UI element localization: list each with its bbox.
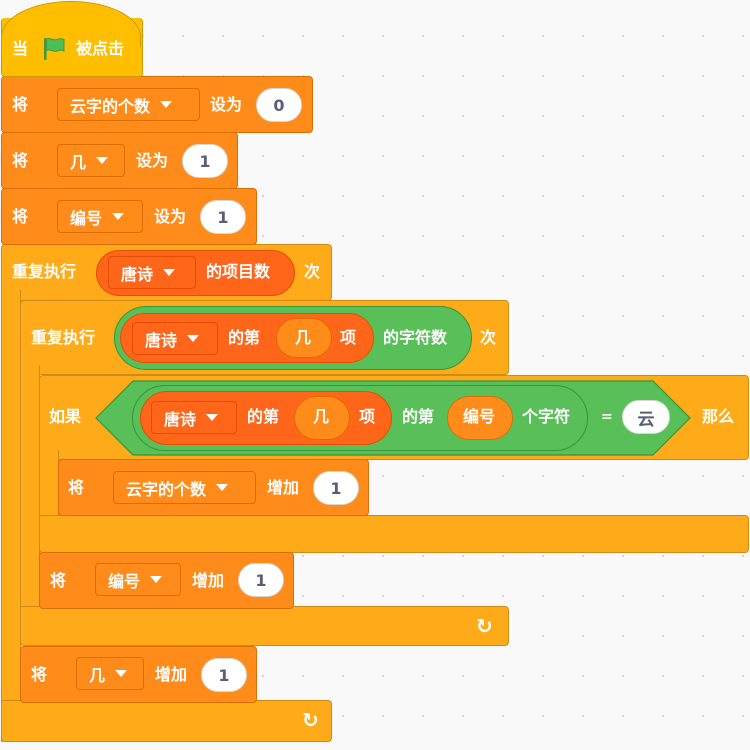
item-count-label: 的项目数 [206, 262, 271, 281]
dropdown-arrow-icon [163, 269, 176, 276]
item-label: 项 [340, 328, 357, 347]
when-label: 当 [12, 39, 29, 58]
repeat-inner-arm[interactable] [20, 365, 40, 645]
if-label: 如果 [49, 407, 82, 426]
set-verb-label: 将 [12, 95, 29, 114]
set-verb-label: 将 [12, 207, 29, 226]
times-label: 次 [304, 262, 321, 281]
green-flag-icon [44, 37, 65, 60]
set-value-input[interactable]: 0 [256, 88, 302, 122]
var-bianhao-label: 编号 [463, 407, 496, 426]
var-reporter-ji[interactable] [276, 318, 332, 358]
dropdown-arrow-icon [115, 670, 128, 677]
change-value-input[interactable]: 1 [238, 563, 284, 597]
clicked-label: 被点击 [76, 39, 125, 58]
loop-arrow-icon: ↻ [476, 614, 493, 638]
change-value-input[interactable]: 1 [313, 471, 359, 505]
compare-value-input[interactable]: 云 [622, 400, 670, 434]
dropdown-arrow-icon [112, 213, 125, 220]
equals-label: = [601, 409, 613, 425]
char-count-label: 的字符数 [383, 328, 448, 347]
repeat-outer-arm[interactable] [1, 290, 21, 742]
dropdown-arrow-icon [96, 157, 109, 164]
var-reporter-bianhao[interactable] [447, 396, 513, 440]
times-label: 次 [480, 328, 497, 347]
var-reporter-ji[interactable] [294, 396, 350, 440]
var-ji-label: 几 [313, 407, 330, 426]
of-nth-label: 的第 [228, 328, 261, 347]
dropdown-arrow-icon [150, 576, 163, 583]
repeat-outer-bottom[interactable] [1, 700, 332, 742]
set-to-label: 设为 [136, 151, 169, 170]
list-dropdown[interactable]: 唐诗 [108, 256, 196, 289]
variable-dropdown[interactable]: 几 [76, 657, 144, 690]
var-ji-label: 几 [295, 328, 312, 347]
list-dropdown[interactable]: 唐诗 [151, 401, 237, 434]
repeat-outer-label: 重复执行 [12, 262, 77, 281]
loop-arrow-icon: ↻ [302, 708, 319, 732]
change-value-input[interactable]: 1 [201, 658, 247, 692]
change-by-label: 增加 [267, 478, 300, 497]
char-label: 个字符 [522, 407, 571, 426]
variable-dropdown[interactable]: 编号 [95, 563, 181, 596]
set-to-label: 设为 [154, 207, 187, 226]
set-verb-label: 将 [50, 571, 67, 590]
item-label: 项 [359, 407, 376, 426]
dropdown-arrow-icon [160, 101, 173, 108]
variable-dropdown[interactable]: 编号 [57, 200, 143, 233]
variable-dropdown[interactable]: 云字的个数 [57, 88, 200, 121]
if-bottom[interactable] [39, 515, 749, 553]
then-label: 那么 [702, 407, 735, 426]
variable-dropdown[interactable]: 云字的个数 [113, 471, 256, 504]
of-nth-label: 的第 [402, 407, 435, 426]
variable-dropdown[interactable]: 几 [57, 144, 125, 177]
dropdown-arrow-icon [216, 484, 229, 491]
set-to-label: 设为 [210, 95, 243, 114]
of-nth-label: 的第 [247, 407, 280, 426]
dropdown-arrow-icon [206, 414, 219, 421]
set-verb-label: 将 [12, 151, 29, 170]
change-by-label: 增加 [192, 571, 225, 590]
repeat-inner-label: 重复执行 [31, 328, 96, 347]
set-verb-label: 将 [31, 665, 48, 684]
set-verb-label: 将 [68, 478, 85, 497]
repeat-inner-bottom[interactable] [20, 606, 509, 646]
set-value-input[interactable]: 1 [182, 144, 228, 178]
set-value-input[interactable]: 1 [200, 200, 246, 234]
change-by-label: 增加 [155, 665, 188, 684]
list-dropdown[interactable]: 唐诗 [132, 322, 218, 355]
dropdown-arrow-icon [187, 335, 200, 342]
